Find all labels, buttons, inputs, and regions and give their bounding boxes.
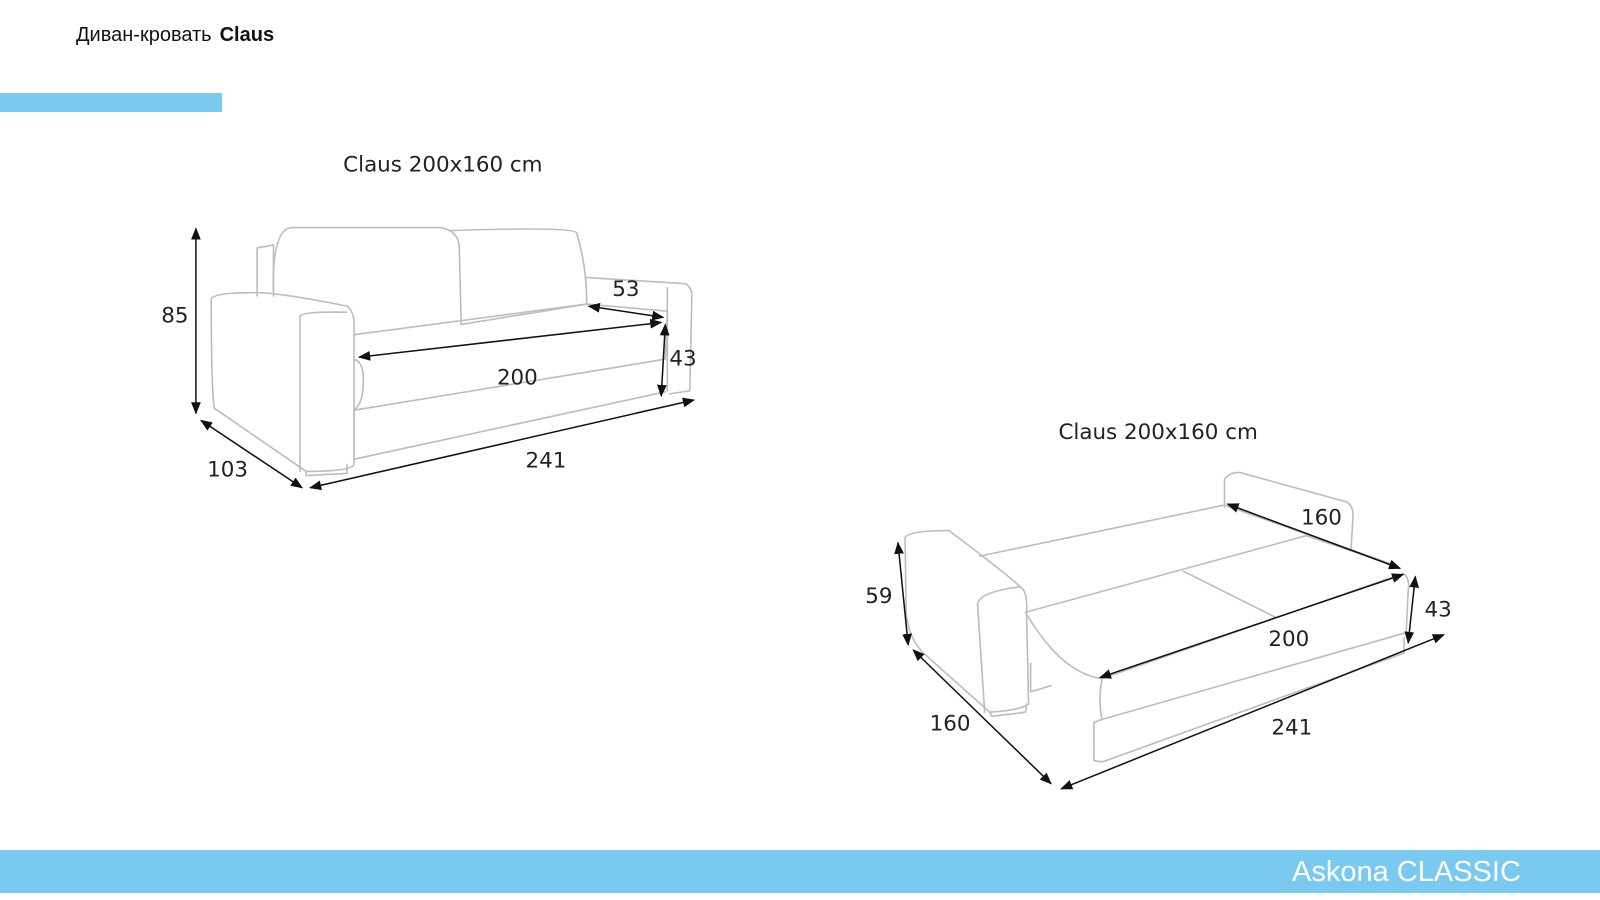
dim-arm-height-arrow — [894, 541, 912, 647]
dim-width-arrow-2 — [1060, 633, 1446, 790]
accent-bar — [0, 93, 222, 112]
dim-seat-height-arrow — [656, 323, 670, 398]
unfolded-sofa-drawing: Claus 200x160 cm 59 160 241 200 160 43 — [865, 420, 1452, 790]
page-title: Диван-кровать Claus — [76, 24, 274, 47]
dim-seat-width: 200 — [497, 366, 538, 391]
unfolded-caption: Claus 200x160 cm — [1058, 420, 1257, 445]
dim-bed-width-arrow — [1226, 503, 1402, 570]
dim-seat-depth-arrow — [587, 302, 665, 321]
dim-bed-height: 43 — [1424, 597, 1451, 622]
dim-depth: 103 — [207, 458, 248, 483]
dim-bed-length: 200 — [1268, 627, 1309, 652]
dim-height: 85 — [161, 303, 188, 328]
title-prefix: Диван-кровать — [76, 24, 212, 46]
brand-label: Askona CLASSIC — [1292, 856, 1521, 888]
footer-band: Askona CLASSIC — [0, 850, 1600, 893]
dim-bed-width: 160 — [1301, 505, 1342, 530]
dim-seat-depth: 53 — [612, 277, 639, 302]
dim-width: 241 — [526, 448, 567, 473]
folded-sofa-drawing: Claus 200x160 cm 85 103 241 200 53 43 — [161, 152, 697, 491]
dim-width-2: 241 — [1271, 716, 1312, 741]
folded-caption: Claus 200x160 cm — [343, 152, 542, 177]
title-model: Claus — [219, 24, 275, 46]
dim-width-arrow — [309, 397, 696, 491]
dim-bed-height-arrow — [1404, 575, 1419, 645]
dim-bed-length-arrow — [1098, 573, 1405, 679]
dim-depth-arrow-2 — [912, 649, 1052, 785]
dim-seat-height: 43 — [669, 346, 696, 371]
dim-seat-width-arrow — [357, 318, 663, 361]
dim-depth-arrow — [200, 419, 304, 489]
dim-arm-height: 59 — [865, 584, 892, 609]
dim-depth-2: 160 — [930, 712, 971, 737]
